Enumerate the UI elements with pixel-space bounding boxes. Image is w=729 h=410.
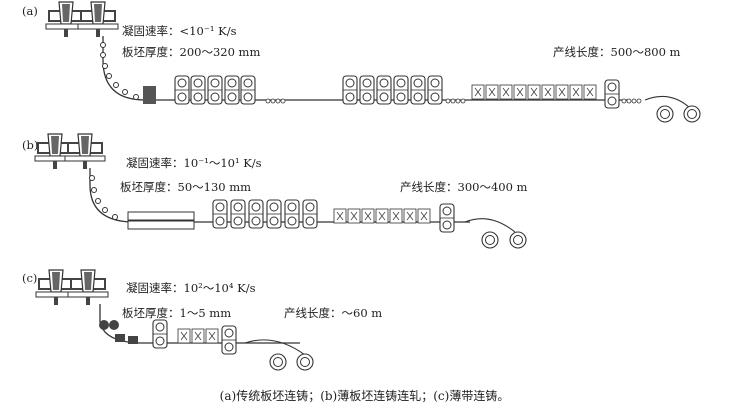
panel-b-letter: (b) [22,138,39,152]
panel-b-thickness: 板坯厚度：50～130 mm [120,180,252,194]
panel-c-rate: 凝固速率：10²～10⁴ K/s [126,281,256,295]
panel-c-schematic [35,269,314,371]
coil-icon [656,105,674,123]
process-diagram [34,1,701,371]
panel-a-rate: 凝固速率：<10⁻¹ K/s [122,24,237,38]
panel-b-schematic [34,133,527,249]
panel-b-rate: 凝固速率：10⁻¹～10¹ K/s [126,156,262,170]
panel-c-length: 产线长度：～60 m [284,306,383,320]
panel-b-length: 产线长度：300～400 m [400,180,528,194]
slab-block [143,86,156,104]
support-rollers [100,42,139,100]
panel-a-length: 产线长度：500～800 m [553,45,681,59]
panel-a-thickness: 板坯厚度：200～320 mm [122,45,261,59]
panel-c-thickness: 板坯厚度：1～5 mm [122,306,232,320]
figure-caption: (a)传统板坯连铸；(b)薄板坯连铸连轧；(c)薄带连铸。 [219,389,510,403]
panel-a-schematic [45,1,701,123]
panel-c-letter: (c) [22,271,38,285]
twin-roll-icon [99,320,109,330]
panel-a-letter: (a) [22,4,38,18]
